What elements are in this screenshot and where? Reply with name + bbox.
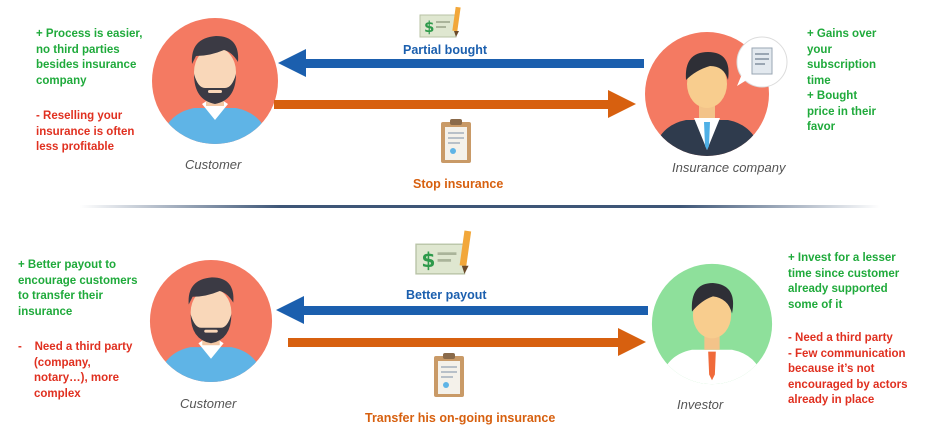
pros-line: time since customer [788, 267, 900, 280]
cons-line: - Reselling your [36, 110, 123, 122]
pros-line: already supported [788, 283, 888, 295]
check-pencil-icon: $ [415, 230, 472, 275]
pros-line: time [807, 74, 831, 87]
cons-line: already in place [788, 394, 875, 406]
pros-line: + Bought [807, 90, 858, 102]
cons-line: encouraged by actors [788, 378, 908, 391]
customer-avatar-icon [152, 18, 278, 144]
bottom-customer-cons: - Need a third party (company, notary…),… [18, 340, 132, 402]
section-divider [80, 205, 880, 208]
transfer-insurance-label: Transfer his on-going insurance [365, 411, 556, 425]
pros-line: + Better payout to [18, 259, 117, 271]
svg-text:$: $ [424, 18, 434, 36]
cons-line: (company, [18, 356, 91, 369]
partial-bought-label: Partial bought [403, 43, 488, 57]
customer-avatar-icon [149, 259, 273, 383]
cons-line: complex [18, 387, 81, 400]
pros-line: to transfer their [18, 290, 103, 302]
investor-caption: Investor [677, 397, 724, 412]
cons-line: - Need a third party [788, 332, 893, 344]
bottom-customer-pros: + Better payout to encourage customers t… [18, 258, 138, 320]
stop-insurance-label: Stop insurance [413, 177, 504, 191]
investor-avatar-icon [651, 263, 773, 385]
cons-line: because it’s not [788, 363, 875, 375]
pros-line: subscription [807, 59, 877, 71]
pros-line: favor [807, 121, 836, 133]
pros-line: + Invest for a lesser [788, 252, 896, 264]
top-customer-caption: Customer [185, 157, 242, 172]
top-customer-pros: + Process is easier, no third parties be… [36, 27, 142, 89]
cons-line: - Few communication [788, 347, 906, 360]
top-customer-cons: - Reselling your insurance is often less… [36, 109, 134, 156]
cons-line: less profitable [36, 141, 114, 153]
insurance-company-caption: Insurance company [672, 160, 786, 175]
svg-text:$: $ [421, 248, 435, 272]
clipboard-icon [434, 353, 464, 397]
cons-line: insurance is often [36, 125, 135, 138]
investor-cons: - Need a third party - Few communication… [788, 331, 908, 409]
pros-line: your [807, 43, 832, 56]
bottom-customer-caption: Customer [180, 396, 237, 411]
pros-line: insurance [18, 305, 73, 318]
stop-insurance-arrow [274, 90, 636, 118]
insurance-company-pros: + Gains over your subscription time + Bo… [807, 27, 876, 136]
cons-line: notary…), more [18, 372, 119, 384]
investor-pros: + Invest for a lesser time since custome… [788, 251, 899, 313]
pros-line: besides insurance [36, 59, 137, 71]
check-pencil-icon: $ [419, 6, 461, 38]
transfer-insurance-arrow [288, 328, 646, 356]
pros-line: + Process is easier, [36, 28, 143, 40]
pros-line: no third parties [36, 43, 120, 56]
pros-line: company [36, 74, 87, 87]
pros-line: price in their [807, 105, 877, 118]
pros-line: some of it [788, 298, 843, 311]
partial-bought-arrow [278, 49, 644, 77]
clipboard-icon [441, 119, 471, 163]
better-payout-label: Better payout [406, 288, 487, 302]
cons-line: - Need a third party [18, 341, 133, 353]
pros-line: + Gains over [807, 28, 877, 40]
pros-line: encourage customers [18, 274, 138, 287]
insurance-agent-avatar-icon [645, 32, 788, 156]
better-payout-arrow [276, 296, 648, 324]
